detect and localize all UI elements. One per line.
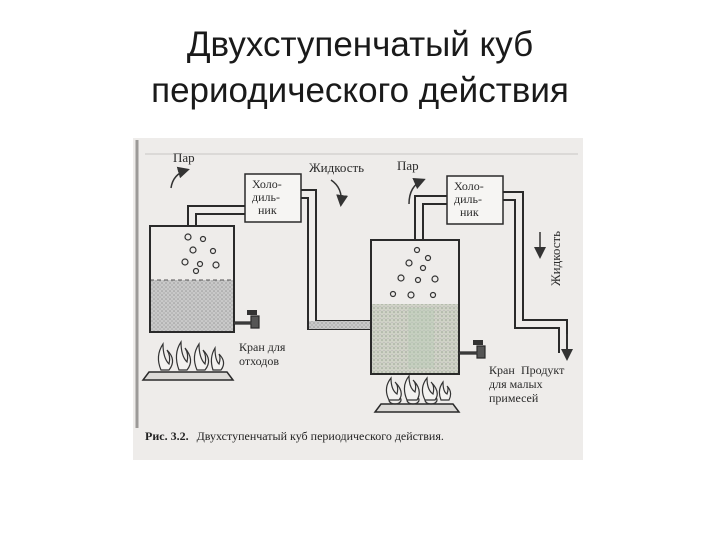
steam-1-arrow: [170, 166, 190, 189]
condenser-1: [244, 173, 302, 223]
impurity-tap-label-1: Кран: [489, 363, 515, 377]
slide-title-line-1: Двухступенчатый куб: [186, 25, 534, 64]
liquid-pipe-1-inner: [301, 197, 371, 330]
vessel-1-liquid: [150, 280, 234, 332]
slide-title-line-2: периодического действия: [151, 71, 569, 110]
waste-tap-label-2: отходов: [239, 354, 279, 368]
liquid-2-label: Жидкость: [548, 231, 563, 286]
waste-tap-label-1: Кран для: [239, 340, 286, 354]
impurity-tap: [459, 345, 486, 359]
liquid-1-label: Жидкость: [309, 160, 364, 175]
liquid-1-arrow: [330, 179, 349, 207]
vapor-pipe-2-inner: [422, 203, 447, 240]
waste-tap: [234, 315, 260, 329]
product-label: Продукт: [521, 363, 565, 377]
vessel-2: [370, 239, 460, 375]
figure-caption-text: Двухступенчатый куб периодического дейст…: [197, 429, 444, 443]
slide-title: Двухступенчатый куб периодического дейст…: [0, 22, 720, 114]
figure-caption: Рис. 3.2. Двухступенчатый куб периодичес…: [145, 429, 444, 443]
vapor-pipe-1-inner: [195, 213, 245, 226]
steam-2-label: Пар: [397, 158, 419, 173]
vessel-1: [149, 225, 235, 333]
product-pipe: [503, 191, 568, 353]
distillation-diagram: Холо- диль- ник Пар Жидкость Кран для от…: [135, 140, 578, 443]
burner-2: [373, 374, 461, 413]
waste-tap-handle: [247, 310, 257, 315]
impurity-tap-label-2: для малых: [489, 377, 543, 391]
liquid-pipe-1-fill: [309, 321, 371, 329]
liquid-pipe-1: [301, 189, 371, 322]
product-pipe-inner: [503, 199, 560, 353]
vessel-1-bubbles: [181, 233, 220, 275]
condenser-2: [446, 175, 504, 225]
condenser-1-label-2: диль-: [252, 190, 280, 204]
condenser-1-label-3: ник: [258, 203, 277, 217]
vapor-pipe-2: [414, 195, 447, 240]
condenser-1-label-1: Холо-: [252, 177, 282, 191]
figure-caption-number: Рис. 3.2.: [145, 429, 189, 443]
steam-2-arrow: [408, 178, 426, 205]
impurity-tap-handle: [473, 340, 483, 345]
vessel-1-body: [149, 225, 235, 333]
vessel-2-liquid: [371, 304, 459, 374]
vessel-2-bubbles: [389, 246, 439, 299]
vessel-2-tint: [408, 308, 434, 368]
vapor-pipe-1: [187, 205, 245, 226]
condenser-2-label-1: Холо-: [454, 179, 484, 193]
impurity-tap-label-3: примесей: [489, 391, 539, 405]
steam-1-label: Пар: [173, 150, 195, 165]
burner-1: [141, 340, 235, 381]
scanned-figure: Холо- диль- ник Пар Жидкость Кран для от…: [133, 138, 583, 460]
condenser-2-label-2: диль-: [454, 192, 482, 206]
condenser-2-label-3: ник: [460, 205, 479, 219]
